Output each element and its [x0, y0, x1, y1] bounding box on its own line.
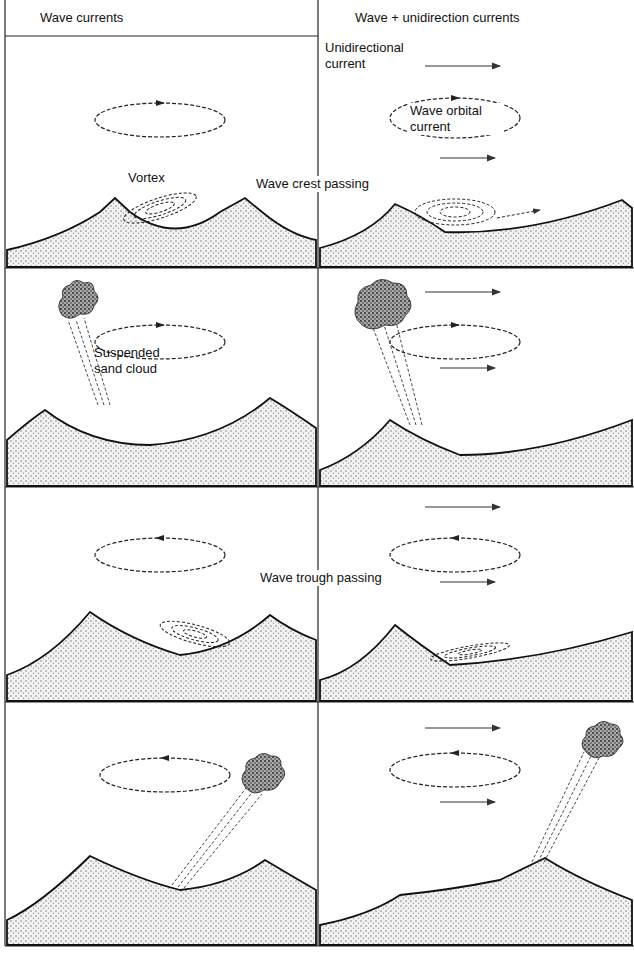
vortex-ring	[415, 199, 495, 225]
arrowhead	[155, 535, 164, 541]
ripple-bed	[7, 856, 316, 945]
vortex-ring	[132, 193, 188, 223]
vortex-ring	[183, 628, 208, 640]
ripple-bed	[320, 625, 632, 701]
current-arrow	[440, 801, 495, 802]
orbital-ellipse	[390, 325, 520, 359]
table-grid	[5, 0, 634, 946]
current-arrow	[440, 157, 495, 158]
vortex	[121, 187, 199, 230]
ripple-bed	[7, 398, 316, 486]
vortex-ring	[458, 648, 482, 656]
sand-cloud	[582, 721, 623, 757]
sand-streaks	[68, 318, 600, 888]
vortex	[415, 199, 540, 225]
orbital-ellipse	[95, 103, 225, 137]
ripple-bed	[7, 198, 316, 267]
ripple-bed	[320, 858, 632, 945]
vortex-ring	[158, 616, 232, 652]
vortex-ring	[144, 200, 175, 217]
current-arrow	[440, 367, 495, 368]
cloud-label: Suspended sand cloud	[94, 345, 172, 377]
current-label: Unidirectional current	[325, 40, 425, 72]
arrowhead	[451, 322, 460, 328]
streak	[372, 322, 422, 425]
vortex	[430, 639, 511, 665]
orbital-ellipse	[390, 538, 520, 572]
sand-cloud	[242, 753, 285, 793]
grid-line	[5, 35, 318, 36]
orbital-ellipses	[95, 98, 520, 792]
orbital-ellipse	[390, 98, 520, 138]
orbital-ellipse	[95, 538, 225, 572]
current-arrow	[425, 727, 500, 728]
arrowhead	[450, 750, 459, 756]
vortex-ring	[444, 644, 497, 661]
grid-line	[4, 0, 5, 946]
vortex-flow	[497, 210, 540, 218]
unidirectional-arrows	[425, 66, 500, 802]
ripple-bed	[320, 200, 632, 267]
arrowhead	[451, 95, 460, 101]
column-header: Wave currents	[40, 10, 123, 26]
arrowhead	[160, 755, 169, 761]
phase-label: Wave crest passing	[254, 176, 371, 192]
arrowhead	[156, 100, 165, 106]
current-arrow	[425, 506, 500, 507]
orbital-ellipse	[390, 753, 520, 787]
orbital-arrowheads	[155, 95, 460, 761]
vortex-ring	[170, 622, 219, 646]
streak	[532, 752, 600, 862]
sand-clouds	[59, 279, 623, 793]
vortex-ring	[430, 639, 511, 665]
sand-cloud	[59, 280, 98, 318]
vortex-label: Vortex	[128, 170, 165, 186]
orbital-label: Wave orbital current	[408, 103, 504, 135]
sand-cloud	[355, 279, 411, 329]
grid-line	[317, 0, 318, 946]
vortex-ring	[121, 187, 199, 230]
streak	[172, 788, 262, 888]
arrowhead	[156, 322, 165, 328]
column-header: Wave + unidirection currents	[355, 10, 520, 26]
vortex-ring	[427, 203, 483, 221]
current-arrow	[440, 581, 495, 582]
phase-label: Wave trough passing	[258, 570, 384, 586]
vortices	[121, 187, 540, 665]
current-arrow	[425, 291, 500, 292]
ripple-bed	[7, 612, 316, 701]
arrowhead	[450, 535, 459, 541]
current-arrow	[425, 65, 500, 66]
orbital-ellipse	[100, 758, 230, 792]
ripple-bed	[320, 420, 632, 486]
vortex	[158, 616, 232, 652]
vortex-ring	[440, 207, 470, 217]
sand-beds	[7, 198, 632, 945]
